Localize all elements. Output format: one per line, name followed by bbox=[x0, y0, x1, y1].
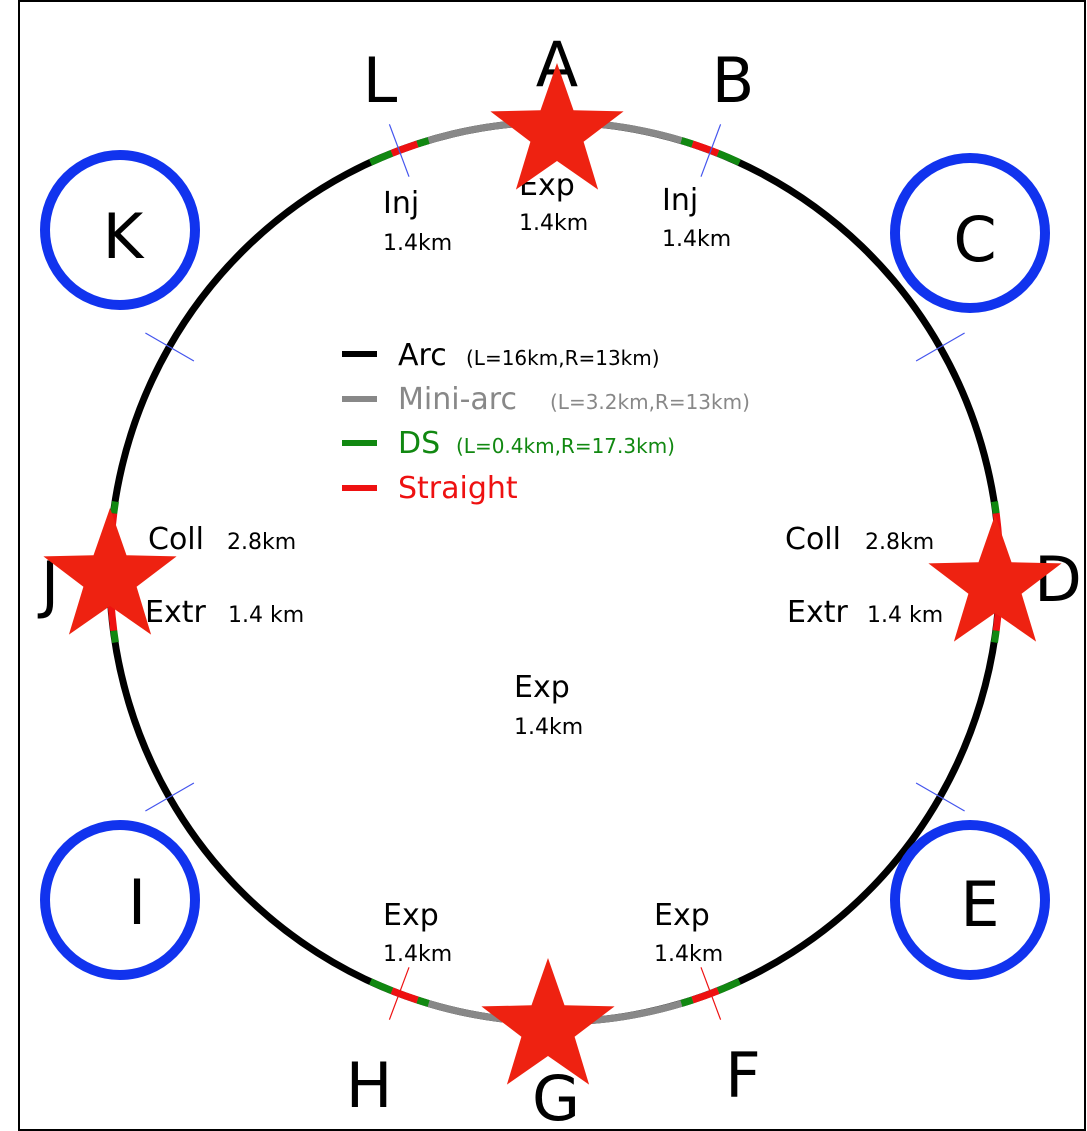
tick-F bbox=[700, 967, 722, 1020]
tick-K bbox=[145, 332, 195, 362]
ring-ds-bottom-b bbox=[680, 996, 694, 1007]
ring-ds-right-a bbox=[991, 501, 1000, 514]
section-L-name: Inj bbox=[383, 186, 419, 221]
tick-E bbox=[915, 782, 965, 812]
point-label-C: C bbox=[953, 203, 996, 276]
section-F-name: Exp bbox=[654, 898, 710, 933]
section-G-length: 1.4km bbox=[514, 715, 583, 740]
circle-marker-K bbox=[40, 150, 200, 310]
section-J-extr-length: 1.4 km bbox=[228, 603, 304, 628]
legend-name-arc: Arc bbox=[398, 338, 447, 373]
ring-ds-top-a bbox=[369, 150, 394, 166]
ring-ds-bottom-a bbox=[716, 978, 741, 994]
tick-L bbox=[388, 124, 410, 177]
ring-ds-left-a bbox=[110, 630, 119, 643]
section-D-coll-length: 2.8km bbox=[865, 530, 934, 555]
section-J-extr-name: Extr bbox=[145, 595, 206, 630]
point-label-F: F bbox=[725, 1039, 761, 1112]
ring-straight-bottom-a bbox=[691, 987, 720, 1004]
legend-params-ds: (L=0.4km,R=17.3km) bbox=[456, 434, 675, 458]
section-B-length: 1.4km bbox=[662, 227, 731, 252]
legend-params-arc: (L=16km,R=13km) bbox=[466, 346, 660, 370]
section-H-name: Exp bbox=[383, 898, 439, 933]
point-label-I: I bbox=[128, 866, 146, 939]
point-label-K: K bbox=[103, 200, 145, 273]
point-label-G: G bbox=[532, 1062, 580, 1131]
ring-ds-right-b bbox=[991, 630, 1000, 643]
legend-name-ds: DS bbox=[398, 426, 440, 461]
star-marker-G bbox=[481, 958, 615, 1085]
ring-ds-top-b bbox=[416, 137, 430, 148]
ring-straight-top-b bbox=[691, 140, 720, 157]
star-marker-D bbox=[928, 515, 1062, 642]
tick-I bbox=[145, 782, 195, 812]
ring-ds-top-d bbox=[680, 137, 694, 148]
section-B-name: Inj bbox=[662, 183, 698, 218]
section-H-length: 1.4km bbox=[383, 942, 452, 967]
section-J-coll-name: Coll bbox=[148, 522, 204, 557]
point-label-J: J bbox=[37, 548, 59, 621]
tick-C bbox=[915, 332, 965, 362]
point-label-E: E bbox=[960, 868, 999, 941]
section-G-name: Exp bbox=[514, 670, 570, 705]
ring-straight-top-a bbox=[390, 140, 419, 157]
star-marker-J bbox=[43, 508, 177, 635]
tick-H bbox=[388, 967, 410, 1020]
legend-name-straight: Straight bbox=[398, 471, 518, 506]
point-label-L: L bbox=[363, 44, 398, 117]
circle-marker-C bbox=[890, 153, 1050, 313]
section-F-length: 1.4km bbox=[654, 942, 723, 967]
ring-ds-bottom-e bbox=[369, 978, 394, 994]
circle-marker-E bbox=[890, 820, 1050, 980]
legend: Arc (L=16km,R=13km) Mini-arc (L=3.2km,R=… bbox=[342, 338, 750, 506]
ring-ds-top-e bbox=[716, 150, 741, 166]
point-label-B: B bbox=[712, 44, 755, 117]
circle-marker-layer bbox=[40, 150, 1050, 980]
section-D-extr-length: 1.4 km bbox=[867, 603, 943, 628]
section-D-extr-name: Extr bbox=[787, 595, 848, 630]
point-label-layer: A B C D E F G H I J K L bbox=[37, 28, 1082, 1131]
star-marker-A bbox=[490, 63, 624, 190]
section-label-layer: Inj 1.4km Exp 1.4km Inj 1.4km Coll 2.8km… bbox=[145, 168, 943, 967]
point-label-D: D bbox=[1034, 543, 1082, 616]
section-D-coll-name: Coll bbox=[785, 522, 841, 557]
section-A-length: 1.4km bbox=[519, 211, 588, 236]
tick-B bbox=[700, 124, 722, 177]
ring-ds-left-b bbox=[110, 501, 119, 514]
ring-straight-bottom-b bbox=[390, 987, 419, 1004]
section-L-length: 1.4km bbox=[383, 231, 452, 256]
point-label-H: H bbox=[346, 1049, 393, 1122]
circle-marker-I bbox=[40, 820, 200, 980]
ring-ds-bottom-d bbox=[416, 996, 430, 1007]
legend-name-mini-arc: Mini-arc bbox=[398, 382, 517, 417]
legend-params-mini-arc: (L=3.2km,R=13km) bbox=[550, 390, 750, 414]
section-J-coll-length: 2.8km bbox=[227, 530, 296, 555]
star-marker-layer bbox=[43, 63, 1062, 1085]
